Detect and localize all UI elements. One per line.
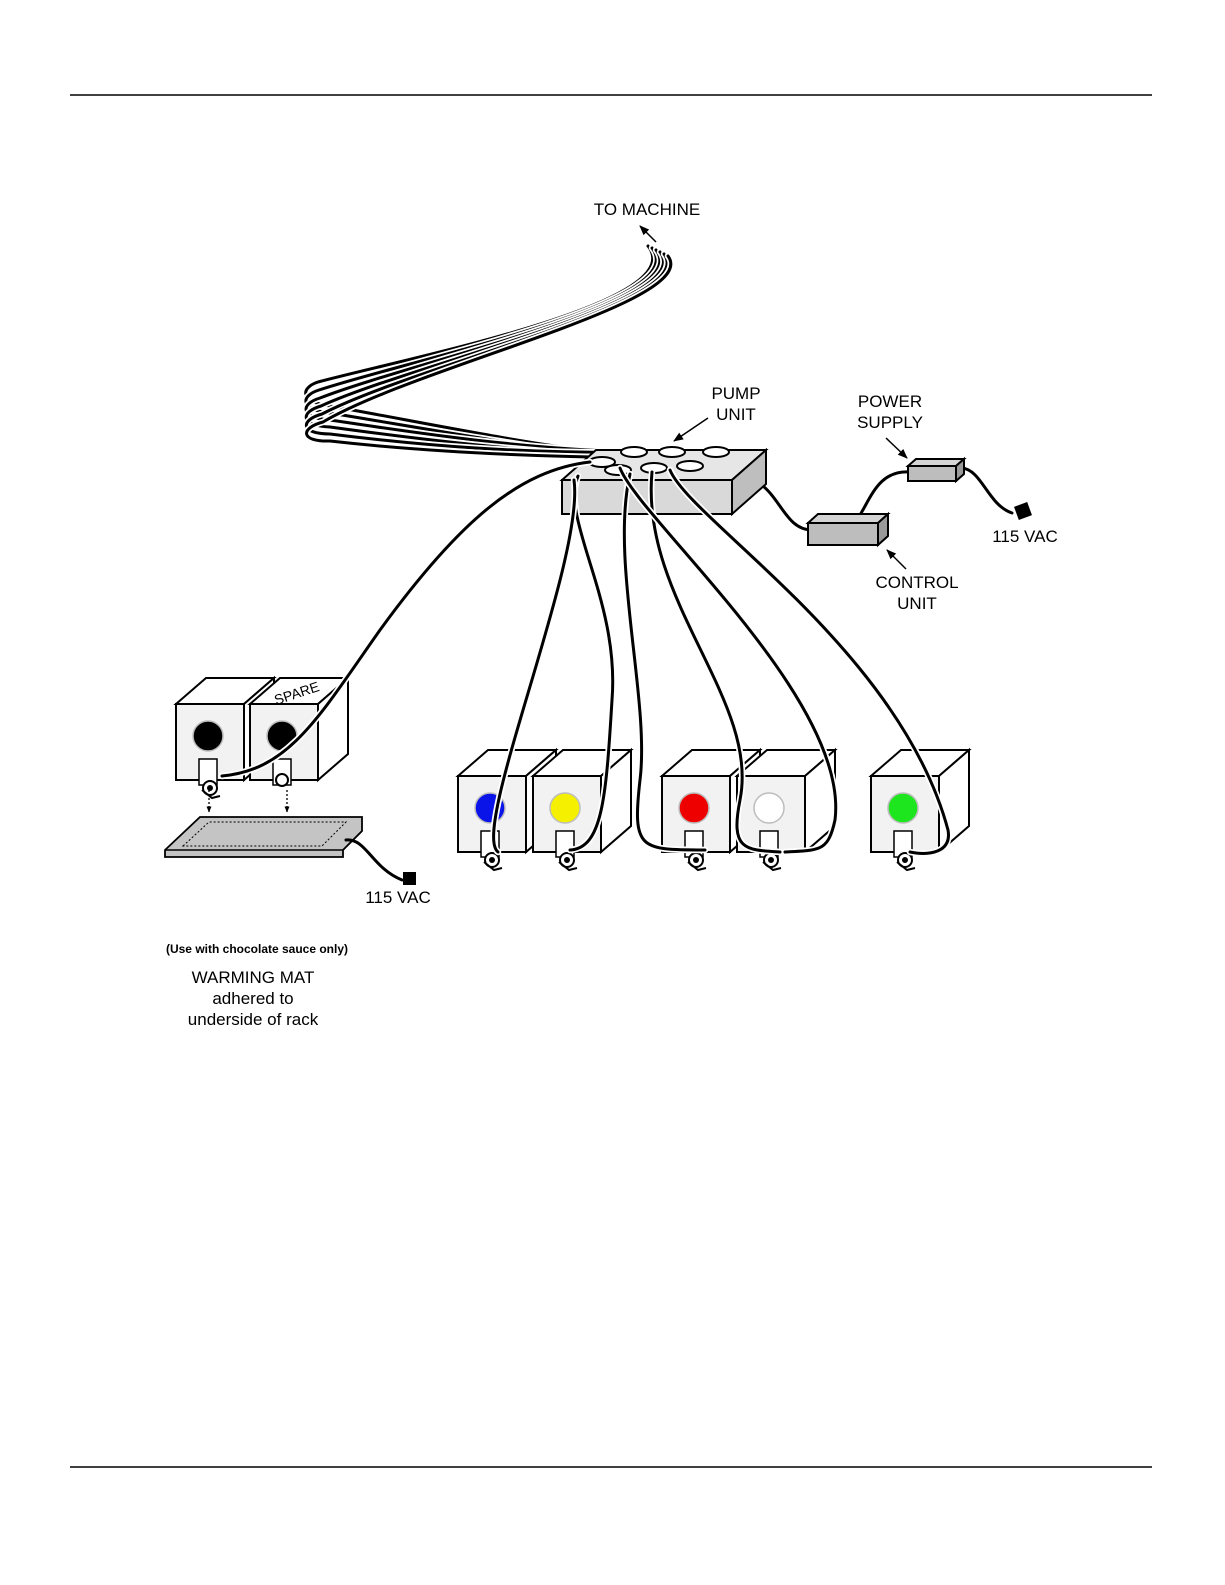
control-unit-label-line2: UNIT [897, 594, 937, 613]
connector-knob-center [489, 857, 495, 863]
power-supply-label-line1: POWER [858, 392, 922, 411]
mat-power-cord [346, 840, 402, 880]
warming-mat-label-line1: WARMING MAT [192, 968, 315, 987]
power-to-outlet-cord [962, 468, 1012, 513]
plug-mat [403, 872, 416, 885]
pump-unit-label-line2: UNIT [716, 405, 756, 424]
pump-to-control-cord [763, 486, 812, 530]
control-to-power-cord [860, 472, 910, 515]
warming-mat-label-line3: underside of rack [188, 1010, 319, 1029]
connector-knob-center [768, 857, 774, 863]
connector-knob-center [902, 857, 908, 863]
sauce-bag-indicator [550, 793, 580, 823]
sauce-cabinet [533, 750, 631, 870]
open-port [276, 774, 288, 786]
connector-knob-center [693, 857, 699, 863]
sauce-bag-indicator [754, 793, 784, 823]
control-unit-box [808, 514, 888, 545]
pump-unit-label-line1: PUMP [711, 384, 760, 403]
power-supply-arrow [886, 438, 907, 458]
sauce-bag-indicator [888, 793, 918, 823]
vac-right-label: 115 VAC [992, 527, 1058, 546]
pump-fitting [703, 447, 729, 457]
power-supply-box [908, 459, 964, 481]
power-supply-label-line2: SUPPLY [857, 413, 923, 432]
right-cabinet-group [458, 750, 969, 870]
pump-fitting [621, 447, 647, 457]
plug-right [1014, 502, 1032, 520]
chocolate-note: (Use with chocolate sauce only) [166, 942, 348, 956]
to-machine-label: TO MACHINE [594, 200, 700, 219]
warming-mat [165, 817, 362, 857]
sauce-bag-indicator [679, 793, 709, 823]
connector-knob-center [207, 785, 213, 791]
vac-mat-label: 115 VAC [365, 888, 431, 907]
to-machine-arrow [640, 226, 656, 242]
connector-knob-center [564, 857, 570, 863]
left-cabinet-group [176, 678, 348, 798]
pump-fitting [659, 447, 685, 457]
pump-fitting [677, 461, 703, 471]
control-unit-label-line1: CONTROL [875, 573, 958, 592]
warming-mat-label-line2: adhered to [212, 989, 293, 1008]
tube-bundle [306, 246, 690, 458]
control-unit-arrow [887, 550, 906, 569]
pump-unit-arrow [674, 418, 708, 441]
sauce-bag-indicator [193, 721, 223, 751]
